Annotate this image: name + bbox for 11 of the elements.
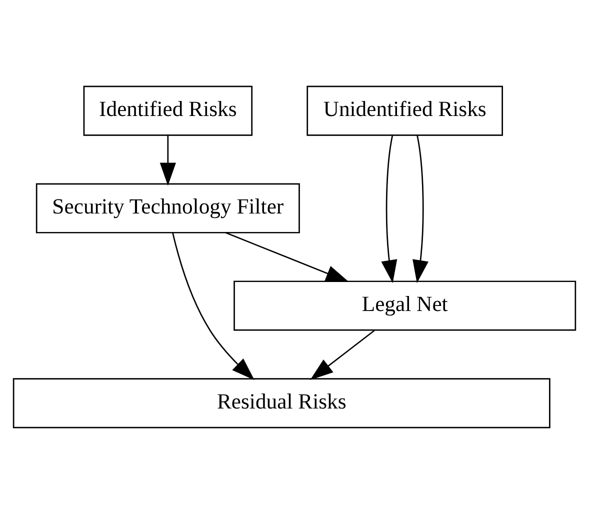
node-box: Legal Net bbox=[234, 280, 576, 330]
arrow bbox=[226, 232, 349, 282]
arrow bbox=[160, 135, 176, 186]
arrow bbox=[381, 134, 398, 283]
node-box: Unidentified Risks bbox=[306, 85, 503, 136]
arrow bbox=[412, 134, 428, 283]
arrow bbox=[310, 329, 375, 380]
node-box: Residual Risks bbox=[12, 378, 550, 428]
node-box: Identified Risks bbox=[83, 85, 253, 136]
arrow bbox=[172, 232, 254, 380]
node-box: Security Technology Filter bbox=[36, 182, 300, 233]
